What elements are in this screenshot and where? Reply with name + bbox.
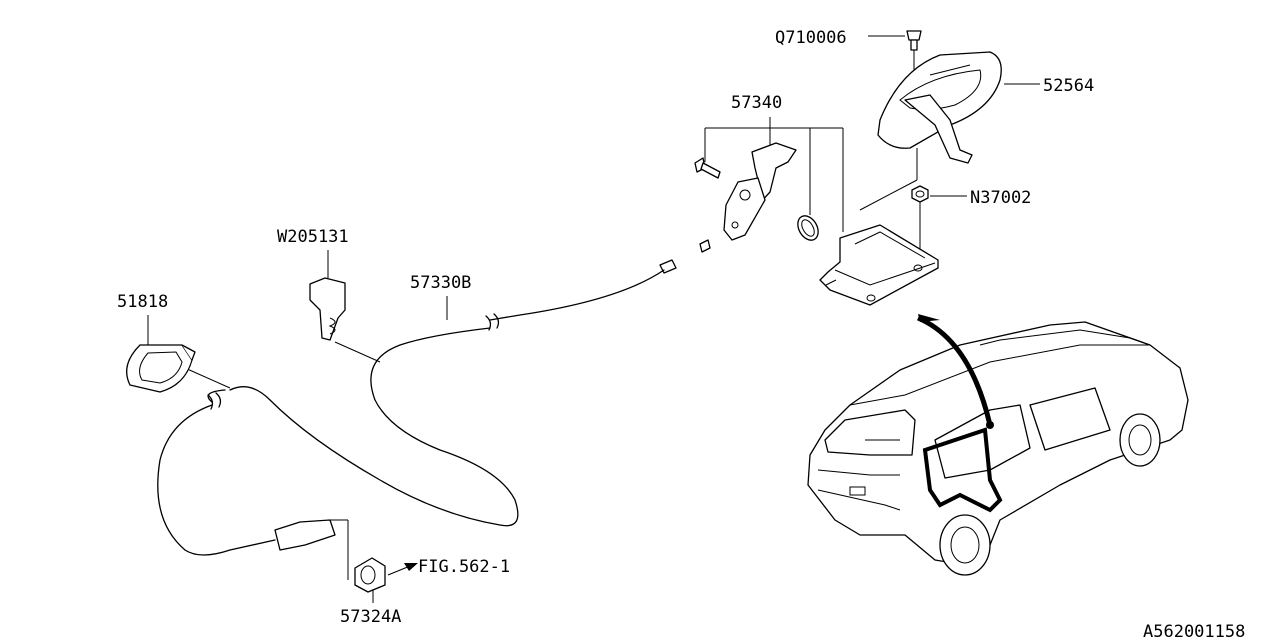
leader-lines	[147, 35, 1040, 603]
fig-reference-arrow	[387, 563, 418, 576]
label-fig-562-1: FIG.562-1	[418, 557, 510, 577]
label-q710006: Q710006	[775, 28, 847, 48]
opener-lever-57340	[694, 142, 819, 253]
lever-bracket	[819, 224, 939, 306]
label-n37002: N37002	[970, 188, 1031, 208]
diagram-code: A562001158	[1143, 622, 1245, 640]
lever-cover-52564	[859, 51, 1002, 211]
clip-w205131	[309, 277, 346, 341]
lid-lock-57324a	[354, 557, 386, 593]
label-w205131: W205131	[277, 227, 349, 247]
label-57340: 57340	[731, 93, 782, 113]
cable-57330b	[157, 259, 677, 580]
lid-frame-51818	[126, 344, 196, 393]
label-57330b: 57330B	[410, 273, 471, 293]
vehicle-illustration	[807, 314, 1189, 576]
label-52564: 52564	[1043, 76, 1094, 96]
label-51818: 51818	[117, 292, 168, 312]
label-57324a: 57324A	[340, 607, 401, 627]
